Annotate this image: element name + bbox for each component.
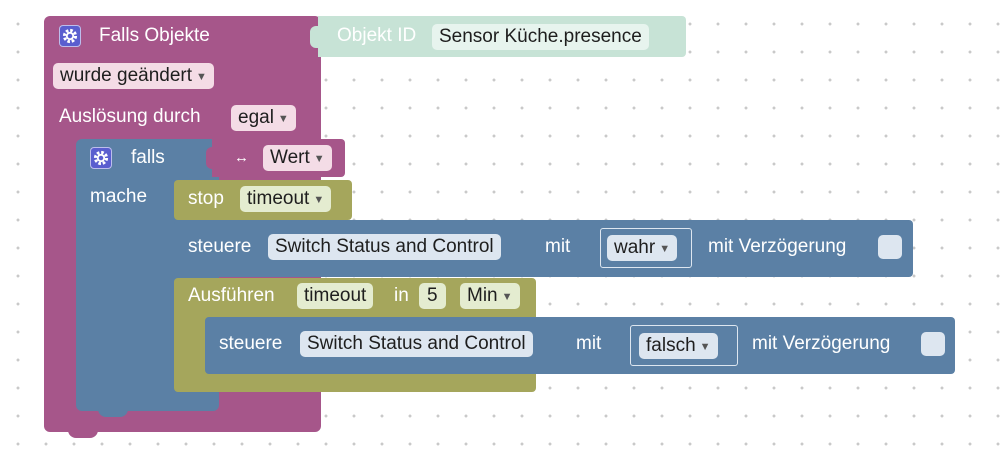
trigger-by-dropdown[interactable]: egal▼: [231, 105, 296, 131]
timeout-name: timeout: [304, 285, 367, 306]
control-2-with-label: mit: [576, 333, 602, 354]
chevron-down-icon: ▼: [659, 243, 671, 255]
chevron-down-icon: ▼: [313, 153, 325, 165]
chevron-down-icon: ▼: [699, 341, 711, 353]
trigger-by-label: Auslösung durch: [59, 106, 201, 127]
control-1-delay-label: mit Verzögerung: [708, 236, 847, 257]
event-block-notch: [68, 430, 98, 438]
chevron-down-icon: ▼: [501, 291, 513, 303]
object-id-field[interactable]: Sensor Küche.presence: [432, 24, 649, 50]
timeout-name-field[interactable]: timeout: [297, 283, 374, 309]
object-id-connector: [310, 26, 320, 48]
control-1-target: Switch Status and Control: [275, 236, 494, 257]
stop-label: stop: [188, 188, 224, 209]
stop-timer-dropdown[interactable]: timeout▼: [240, 186, 332, 212]
control-1-value-dropdown[interactable]: wahr▼: [607, 235, 678, 261]
gear-icon[interactable]: [59, 25, 81, 47]
control-1-target-field[interactable]: Switch Status and Control: [268, 234, 501, 260]
trigger-dropdown-value: wurde geändert: [60, 65, 193, 86]
condition-dropdown[interactable]: Wert▼: [263, 145, 332, 171]
stop-timer-value: timeout: [247, 188, 310, 209]
condition-value: Wert: [270, 147, 310, 168]
control-2-value-socket: [630, 325, 738, 366]
timeout-unit-dropdown[interactable]: Min▼: [460, 283, 520, 309]
control-1-value: wahr: [614, 237, 656, 258]
trigger-dropdown[interactable]: wurde geändert▼: [53, 63, 214, 89]
control-2-delay-checkbox[interactable]: [921, 332, 945, 356]
event-block-title: Falls Objekte: [99, 25, 210, 46]
chevron-down-icon: ▼: [277, 113, 289, 125]
chevron-down-icon: ▼: [196, 71, 207, 83]
condition-connector: [206, 147, 216, 169]
timeout-in-label: in: [394, 285, 409, 306]
object-id-label: Objekt ID: [337, 25, 417, 46]
control-2-value-dropdown[interactable]: falsch▼: [639, 333, 718, 359]
control-2-target: Switch Status and Control: [307, 333, 526, 354]
control-1-label: steuere: [188, 236, 252, 257]
do-label: mache: [90, 186, 148, 207]
timeout-amount-field[interactable]: 5: [419, 283, 446, 309]
if-block-notch: [98, 409, 128, 417]
control-2-label: steuere: [219, 333, 283, 354]
control-1-with-label: mit: [545, 236, 571, 257]
timeout-unit: Min: [467, 285, 498, 306]
chevron-down-icon: ▼: [313, 194, 325, 206]
control-2-delay-label: mit Verzögerung: [752, 333, 891, 354]
object-id-value: Sensor Küche.presence: [439, 26, 642, 47]
control-2-target-field[interactable]: Switch Status and Control: [300, 331, 533, 357]
control-1-value-socket: [600, 228, 692, 268]
control-1-delay-checkbox[interactable]: [878, 235, 902, 259]
trigger-by-value: egal: [238, 107, 274, 128]
timeout-label: Ausführen: [188, 285, 275, 306]
if-label: falls: [131, 147, 165, 168]
control-2-value: falsch: [646, 335, 696, 356]
gear-icon[interactable]: [90, 147, 112, 169]
condition-symbol: ↔: [234, 149, 249, 166]
timeout-amount: 5: [427, 285, 438, 306]
